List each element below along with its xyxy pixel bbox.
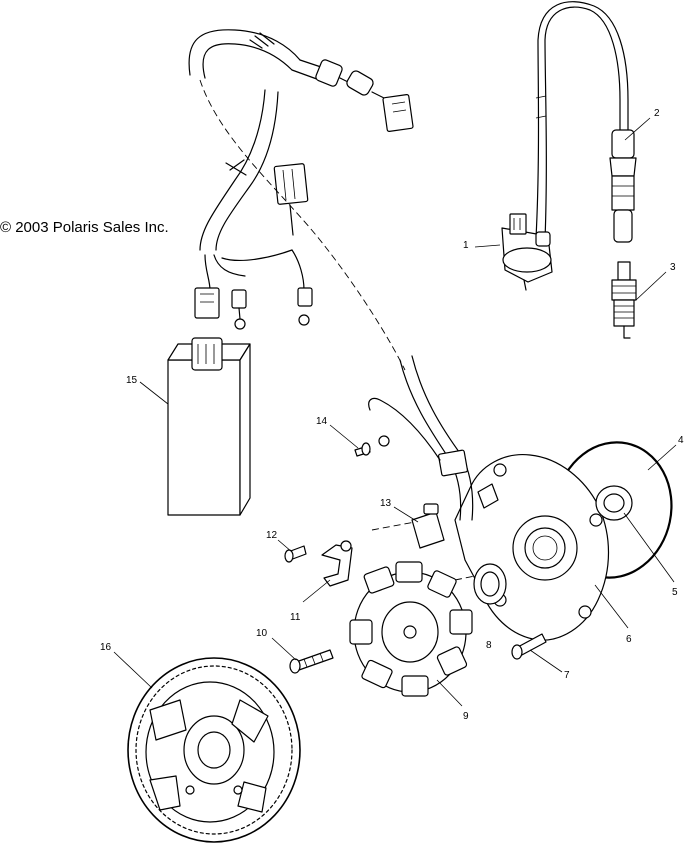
screw (511, 633, 547, 660)
assembly-leader-line (199, 79, 406, 371)
assembly-leader-line (371, 521, 416, 531)
callout-5: 5 (672, 587, 678, 598)
wiring-harness (188, 29, 414, 330)
callout-7: 7 (564, 670, 570, 681)
callout-4: 4 (678, 435, 684, 446)
assembly-leader-line (454, 574, 481, 581)
screw (354, 435, 390, 457)
seal (595, 485, 633, 521)
flywheel (127, 657, 301, 843)
ignition-coil (501, 1, 629, 291)
callouts: 1 2 3 4 5 6 7 8 9 10 11 12 13 14 15 16 (100, 108, 684, 722)
callout-2: 2 (654, 108, 660, 119)
callout-16: 16 (100, 642, 112, 653)
callout-10: 10 (256, 628, 268, 639)
callout-8: 8 (486, 640, 492, 651)
stator-plate (454, 453, 610, 641)
callout-9: 9 (463, 711, 469, 722)
callout-14: 14 (316, 416, 328, 427)
spark-plug-cap (609, 129, 637, 243)
callout-1: 1 (463, 240, 469, 251)
callout-15: 15 (126, 375, 138, 386)
callout-12: 12 (266, 530, 278, 541)
oil-seal (473, 563, 507, 605)
screw (284, 545, 307, 563)
callout-3: 3 (670, 262, 676, 273)
stator (349, 561, 473, 697)
copyright-notice: © 2003 Polaris Sales Inc. (0, 219, 169, 236)
callout-6: 6 (626, 634, 632, 645)
wire-clamp (321, 540, 353, 587)
pickup-coil (411, 503, 445, 549)
callout-13: 13 (380, 498, 392, 509)
callout-11: 11 (290, 612, 301, 623)
stator-lead (368, 355, 474, 521)
cdi-box (167, 337, 251, 516)
screw (289, 649, 334, 674)
spark-plug (611, 261, 637, 339)
